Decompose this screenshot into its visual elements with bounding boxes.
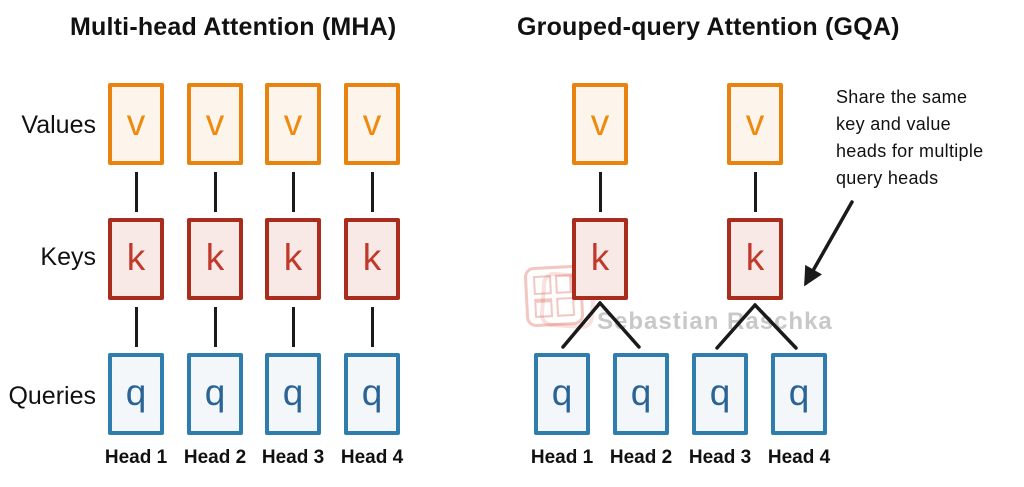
query-box: q — [344, 353, 400, 435]
vk-connector — [134, 165, 138, 218]
kq-connector — [291, 300, 295, 353]
values-row-label: Values — [21, 111, 96, 139]
gqa-group1-kv-column: v k — [572, 83, 628, 300]
key-box: k — [108, 218, 164, 300]
head-label: Head 1 — [104, 447, 168, 468]
head-label: Head 4 — [340, 447, 404, 468]
mha-head3-column: v k q Head 3 — [261, 83, 325, 469]
mha-head4-column: v k q Head 4 — [340, 83, 404, 469]
gqa-group2-kv-column: v k — [727, 83, 783, 300]
value-box: v — [265, 83, 321, 165]
kq-connector — [370, 300, 374, 353]
value-box: v — [727, 83, 783, 165]
key-box: k — [572, 218, 628, 300]
query-box: q — [771, 353, 827, 435]
query-box: q — [187, 353, 243, 435]
value-box: v — [187, 83, 243, 165]
head-label: Head 4 — [767, 447, 831, 468]
vk-connector — [213, 165, 217, 218]
vk-connector — [370, 165, 374, 218]
annotation-note: Share the same key and value heads for m… — [836, 87, 984, 188]
head-label: Head 2 — [609, 447, 673, 468]
query-box: q — [534, 353, 590, 435]
head-label: Head 2 — [183, 447, 247, 468]
mha-title: Multi-head Attention (MHA) — [70, 13, 397, 41]
kq-connector — [134, 300, 138, 353]
key-box: k — [187, 218, 243, 300]
kq-connector — [213, 300, 217, 353]
gqa-title: Grouped-query Attention (GQA) — [517, 13, 900, 41]
gqa-head1-column: q Head 1 — [530, 353, 594, 469]
key-box: k — [265, 218, 321, 300]
value-box: v — [344, 83, 400, 165]
mha-head2-column: v k q Head 2 — [183, 83, 247, 469]
gqa-head2-column: q Head 2 — [609, 353, 673, 469]
vk-connector — [598, 165, 602, 218]
vk-connector — [291, 165, 295, 218]
head-label: Head 1 — [530, 447, 594, 468]
annotation-arrow-icon — [804, 200, 854, 287]
query-box: q — [692, 353, 748, 435]
gqa-head3-column: q Head 3 — [688, 353, 752, 469]
key-box: k — [727, 218, 783, 300]
value-box: v — [572, 83, 628, 165]
queries-row-label: Queries — [8, 382, 96, 410]
head-label: Head 3 — [688, 447, 752, 468]
vk-connector — [753, 165, 757, 218]
query-box: q — [265, 353, 321, 435]
head-label: Head 3 — [261, 447, 325, 468]
key-box: k — [344, 218, 400, 300]
mha-head1-column: v k q Head 1 — [104, 83, 168, 469]
keys-row-label: Keys — [40, 243, 96, 271]
value-box: v — [108, 83, 164, 165]
query-box: q — [108, 353, 164, 435]
watermark-text: Sebastian Raschka — [597, 308, 833, 335]
query-box: q — [613, 353, 669, 435]
gqa-head4-column: q Head 4 — [767, 353, 831, 469]
